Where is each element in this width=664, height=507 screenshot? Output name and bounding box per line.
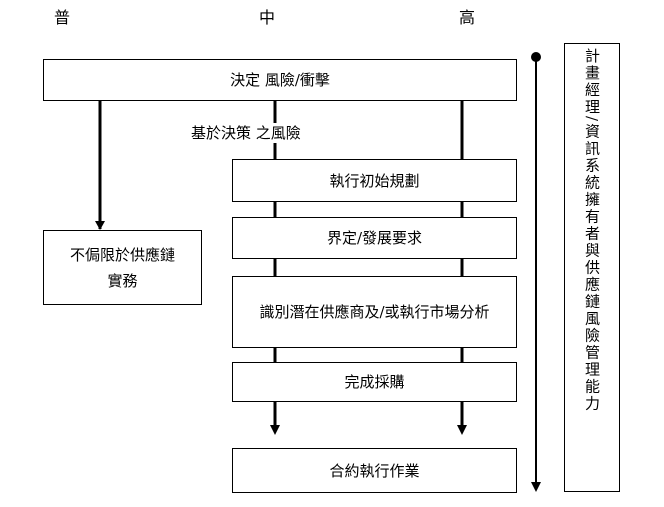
high-risk-arrowhead	[457, 425, 467, 435]
initial-planning-text: 執行初始規劃	[329, 171, 420, 190]
contract-execution-box: 合約執行作業	[232, 448, 517, 493]
identify-suppliers-box: 識別潛在供應商及/或執行市場分析	[232, 276, 517, 348]
medium-risk-arrowhead	[270, 425, 280, 435]
contract-execution-text: 合約執行作業	[329, 461, 420, 480]
decide-risk-text: 決定 風險/衝擊	[230, 71, 330, 89]
side-panel-text: 計畫經理/資訊系統擁有者與供應鏈風險管理能力	[583, 48, 601, 413]
side-panel: 計畫經理/資訊系統擁有者與供應鏈風險管理能力	[564, 43, 620, 492]
decide-risk-box: 決定 風險/衝擊	[43, 59, 517, 101]
identify-suppliers-text: 識別潛在供應商及/或執行市場分析	[259, 303, 490, 321]
timeline-arrowhead	[531, 482, 541, 492]
initial-planning-box: 執行初始規劃	[232, 159, 517, 202]
define-requirements-box: 界定/發展要求	[232, 217, 517, 259]
level-high-label: 高	[458, 8, 475, 27]
define-requirements-text: 界定/發展要求	[326, 229, 423, 247]
not-limited-text: 不侷限於供應鏈實務	[69, 245, 175, 290]
not-limited-box: 不侷限於供應鏈實務	[43, 230, 202, 305]
level-medium-label: 中	[258, 8, 275, 27]
complete-procurement-box: 完成採購	[232, 362, 517, 402]
level-low-label: 普	[53, 8, 70, 27]
complete-procurement-text: 完成採購	[344, 373, 405, 391]
low-risk-arrowhead	[95, 221, 105, 230]
decision-based-risk-label: 基於決策 之風險	[189, 123, 303, 143]
